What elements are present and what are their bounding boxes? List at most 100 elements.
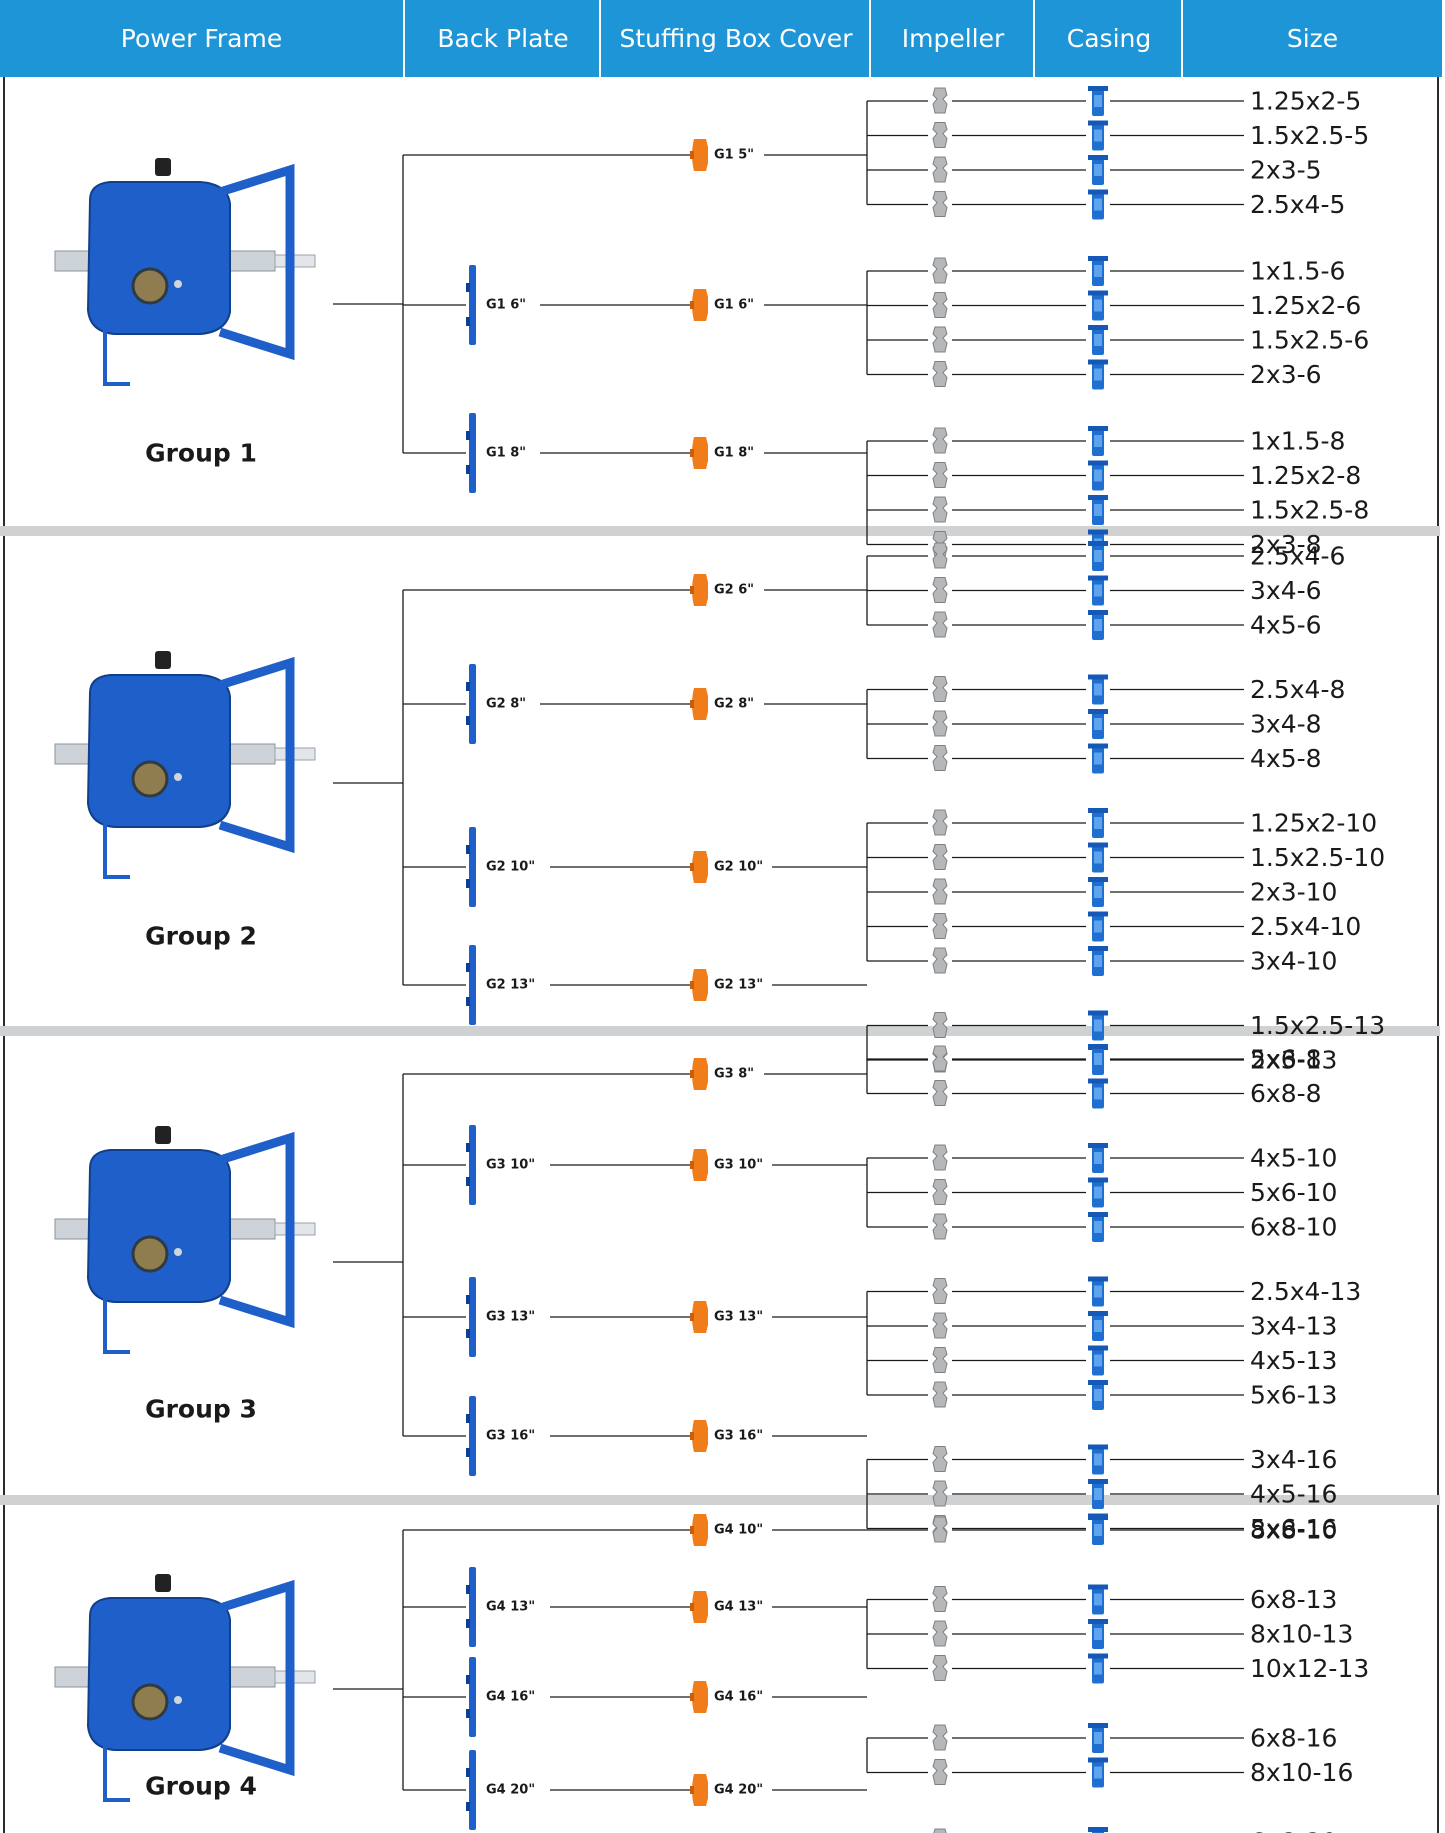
size-label: 1.5x2.5-6	[1250, 326, 1369, 355]
impeller-icon	[932, 710, 948, 737]
size-label: 2x3-8	[1250, 530, 1322, 559]
impeller-icon	[932, 577, 948, 603]
size-label: 2.5x4-5	[1250, 190, 1345, 219]
frame-bracket	[218, 163, 295, 361]
size-label: 4x5-6	[1250, 611, 1322, 640]
shaft-end	[274, 1222, 316, 1236]
impeller-icon	[932, 361, 948, 387]
stuffing-box-cover-label: G1 6"	[714, 298, 754, 313]
size-label: 4x5-8	[1250, 744, 1322, 773]
casing-icon	[1088, 1078, 1108, 1109]
casing-icon	[1088, 1345, 1108, 1376]
back-plate-label: G1 8"	[486, 446, 526, 461]
shaft-end	[274, 1670, 316, 1684]
casing-icon	[1088, 256, 1108, 286]
size-label: 5x6-8	[1250, 1045, 1322, 1074]
impeller-icon	[932, 122, 948, 148]
stuffing-box-cover-label: G3 13"	[714, 1310, 763, 1325]
size-label: 2.5x4-13	[1250, 1277, 1361, 1306]
header-impeller: Impeller	[869, 0, 1035, 77]
impeller-icon	[932, 292, 948, 318]
back-plate-icon	[466, 413, 476, 493]
casing-icon	[1088, 495, 1108, 525]
casing-icon	[1088, 120, 1108, 151]
sight-glass	[131, 1235, 169, 1273]
frame-foot	[103, 1736, 130, 1802]
size-label: 1.25x2-10	[1250, 809, 1377, 838]
size-label: 1.25x2-6	[1250, 291, 1361, 320]
casing-icon	[1088, 1584, 1108, 1615]
size-label: 4x5-16	[1250, 1480, 1337, 1509]
table-left-border	[3, 77, 5, 1833]
impeller-icon	[932, 1620, 948, 1647]
size-label: 1x1.5-8	[1250, 427, 1345, 456]
stuffing-box-cover-icon	[690, 574, 708, 606]
stuffing-box-cover-icon	[690, 1774, 708, 1806]
back-plate-icon	[466, 1125, 476, 1205]
impeller-icon	[932, 542, 948, 569]
impeller-icon	[932, 326, 948, 353]
stuffing-box-cover-label: G4 16"	[714, 1690, 763, 1705]
sight-glass	[131, 760, 169, 798]
impeller-icon	[932, 462, 948, 488]
back-plate-label: G1 6"	[486, 298, 526, 313]
stuffing-box-cover-icon	[690, 1681, 708, 1713]
group-label: Group 4	[145, 1772, 257, 1801]
impeller-icon	[932, 1080, 948, 1106]
size-label: 10x12-13	[1250, 1654, 1369, 1683]
shaft-end	[274, 254, 316, 268]
casing-icon	[1088, 1010, 1108, 1041]
size-label: 1.25x2-5	[1250, 87, 1361, 116]
header-casing: Casing	[1033, 0, 1183, 77]
stuffing-box-cover-label: G2 6"	[714, 583, 754, 598]
size-label: 2x3-6	[1250, 360, 1322, 389]
power-frame-icon	[54, 1126, 316, 1354]
impeller-icon	[932, 844, 948, 870]
impeller-icon	[932, 1278, 948, 1304]
impeller-icon	[932, 1012, 948, 1038]
casing-icon	[1088, 1212, 1108, 1242]
back-plate-icon	[466, 664, 476, 744]
casing-icon	[1088, 1380, 1108, 1410]
sight-glass	[131, 267, 169, 305]
impeller-icon	[932, 191, 948, 217]
casing-icon	[1088, 1827, 1108, 1833]
plug	[174, 1696, 182, 1704]
impeller-icon	[932, 676, 948, 702]
size-label: 5x6-16	[1250, 1514, 1337, 1543]
oil-cap	[155, 158, 171, 176]
frame-foot	[103, 320, 130, 386]
table-right-border	[1437, 77, 1439, 1833]
stuffing-box-cover-label: G2 10"	[714, 860, 763, 875]
stuffing-box-cover-label: G2 8"	[714, 697, 754, 712]
size-label: 3x4-6	[1250, 576, 1322, 605]
size-label: 3x4-10	[1250, 947, 1337, 976]
back-plate-label: G4 16"	[486, 1690, 535, 1705]
size-label: 3x4-8	[1250, 710, 1322, 739]
casing-icon	[1088, 189, 1108, 220]
back-plate-label: G3 10"	[486, 1158, 535, 1173]
casing-icon	[1088, 1619, 1108, 1649]
plug	[174, 1248, 182, 1256]
back-plate-label: G4 20"	[486, 1783, 535, 1798]
size-label: 5x6-10	[1250, 1178, 1337, 1207]
stuffing-box-cover-icon	[690, 688, 708, 720]
impeller-icon	[932, 257, 948, 284]
header-size: Size	[1181, 0, 1442, 77]
casing-icon	[1088, 1515, 1108, 1545]
impeller-icon	[932, 809, 948, 836]
size-label: 6x8-13	[1250, 1585, 1337, 1614]
size-label: 1.5x2.5-10	[1250, 843, 1385, 872]
impeller-icon	[932, 1586, 948, 1612]
size-label: 2.5x4-6	[1250, 542, 1345, 571]
frame-foot	[103, 813, 130, 879]
stuffing-box-cover-label: G4 13"	[714, 1600, 763, 1615]
back-plate-label: G2 10"	[486, 860, 535, 875]
casing-icon	[1088, 1479, 1108, 1509]
impeller-icon	[932, 1179, 948, 1205]
back-plate-icon	[466, 1396, 476, 1476]
size-label: 8x10-13	[1250, 1620, 1353, 1649]
casing-icon	[1088, 1444, 1108, 1475]
back-plate-icon	[466, 945, 476, 1025]
stuffing-box-cover-label: G2 13"	[714, 978, 763, 993]
